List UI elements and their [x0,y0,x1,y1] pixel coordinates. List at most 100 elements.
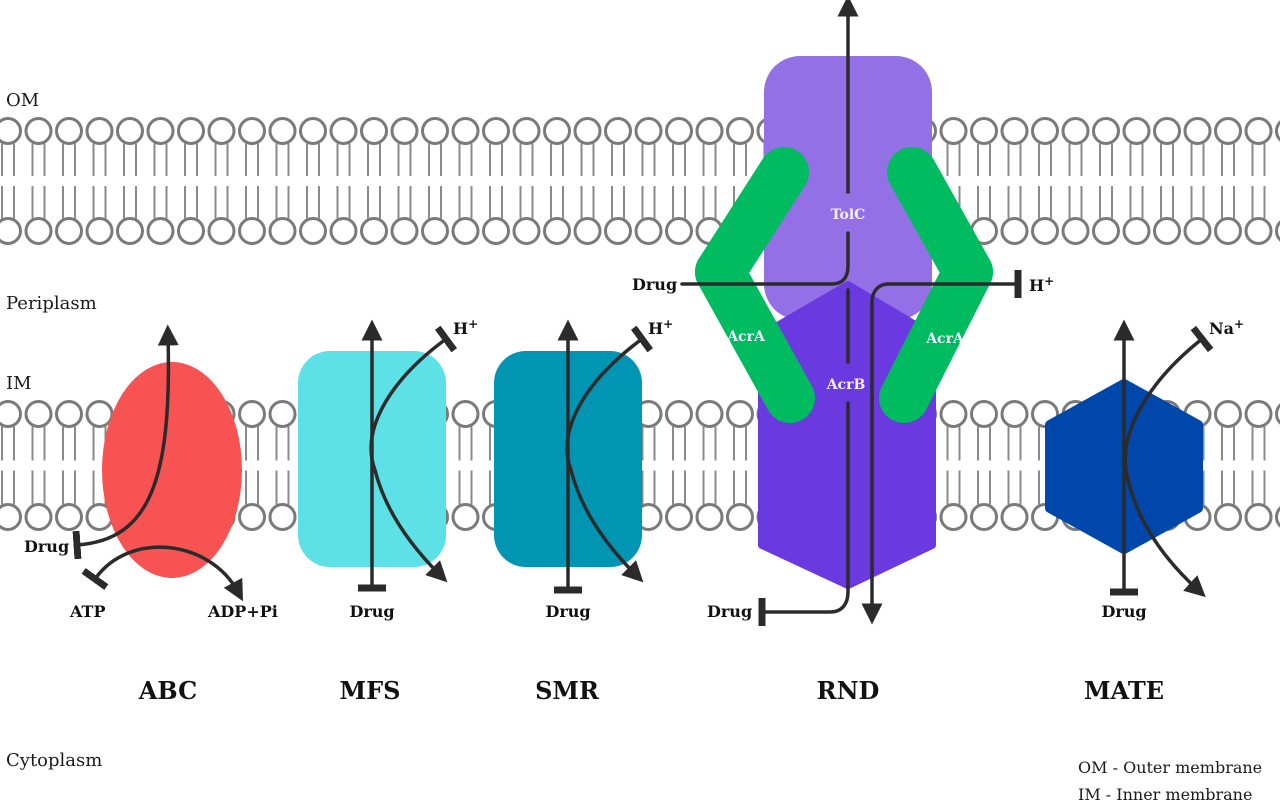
lipid-head [1031,117,1059,145]
smr-transporter: H+ Drug SMR [494,317,673,705]
mate-ion-symbol: Na [1209,319,1234,338]
lipid-head [1000,217,1029,245]
inner-membrane-label: IM [6,373,32,394]
rnd-transporter: TolC AcrA AcrA AcrB Drug Drug H+ RND [632,0,1054,705]
lipid-head [299,117,327,145]
lipid-head [177,217,205,245]
lipid-head [1031,217,1059,245]
mate-ion-arrow [1123,325,1214,598]
tolc-label: TolC [831,207,866,223]
lipid-head [1092,217,1120,245]
lipid-head [482,217,510,245]
lipid-head [634,117,663,145]
abc-atp-arrow [81,545,243,602]
outer-membrane-label: OM [6,90,39,111]
lipid-head [726,503,754,531]
lipid-head [512,117,541,145]
lipid-head [0,503,22,531]
lipid-head [1275,120,1280,142]
rnd-drug-cytoplasm-label: Drug [707,602,752,621]
lipid-head [970,503,998,531]
lipid-head [24,400,53,428]
lipid-head [695,503,724,531]
lipid-head [55,400,83,428]
lipid-head [665,400,693,428]
lipid-head [24,217,53,245]
lipid-head [1122,217,1151,245]
acra-left-protein-lower [695,247,815,423]
lipid-head [146,217,175,245]
legend-om: OM - Outer membrane [1078,758,1262,777]
lipid-head [1122,117,1151,145]
smr-ion-label: H+ [648,317,673,338]
lipid-head [55,117,83,145]
lipid-head [1214,400,1242,428]
abc-drug-arrow [72,324,179,560]
smr-family-label: SMR [535,676,600,705]
lipid-head [329,117,358,145]
cytoplasm-label: Cytoplasm [6,750,102,771]
mate-drug-label: Drug [1101,602,1146,621]
rnd-proton-arrow [861,270,1022,625]
lipid-head [939,117,968,145]
lipid-head [604,117,632,145]
lipid-head [268,117,297,145]
lipid-head [238,503,266,531]
abc-family-label: ABC [138,676,197,705]
rnd-ion-symbol: H [1029,276,1044,295]
smr-ion-symbol: H [648,319,663,338]
lipid-head [451,117,480,145]
rnd-drug-periplasm-arrow [680,231,850,286]
lipid-head [1153,217,1181,245]
lipid-head [238,217,266,245]
lipid-head [665,503,693,531]
lipid-head [939,400,968,428]
lipid-head [451,400,480,428]
lipid-head [1275,220,1280,242]
mfs-family-label: MFS [340,676,401,705]
abc-adp-label: ADP+Pi [207,602,278,621]
lipid-head [970,400,998,428]
lipid-head [268,217,297,245]
lipid-head [207,217,236,245]
acra-right-label: AcrA [925,331,965,347]
lipid-head [1244,217,1273,245]
smr-ion-arrow [565,325,654,583]
lipid-head [421,117,449,145]
lipid-head [451,217,480,245]
lipid-head [1244,117,1273,145]
lipid-head [116,117,144,145]
lipid-head [55,503,83,531]
lipid-head [1214,503,1242,531]
mfs-transporter: H+ Drug MFS [298,317,478,705]
lipid-head [939,503,968,531]
lipid-head [573,217,602,245]
lipid-head [512,217,541,245]
abc-atp-label: ATP [69,602,105,621]
mfs-ion-label: H+ [453,317,478,338]
lipid-head [0,117,22,145]
lipid-head [482,117,510,145]
lipid-head [390,217,419,245]
lipid-head [543,217,571,245]
lipid-head [24,117,53,145]
lipid-head [55,217,83,245]
lipid-head [24,503,53,531]
mate-ion-label: Na+ [1209,317,1244,338]
lipid-head [695,117,724,145]
rnd-ion-label: H+ [1029,274,1054,295]
mfs-drug-label: Drug [349,602,394,621]
lipid-head [1275,506,1280,528]
lipid-head [1214,217,1242,245]
lipid-head [85,400,114,428]
lipid-head [1244,400,1273,428]
lipid-head [85,117,114,145]
lipid-head [634,217,663,245]
lipid-head [146,117,175,145]
lipid-head [1092,117,1120,145]
lipid-head [726,117,754,145]
lipid-head [1183,217,1212,245]
lipid-head [1000,400,1029,428]
lipid-head [238,117,266,145]
